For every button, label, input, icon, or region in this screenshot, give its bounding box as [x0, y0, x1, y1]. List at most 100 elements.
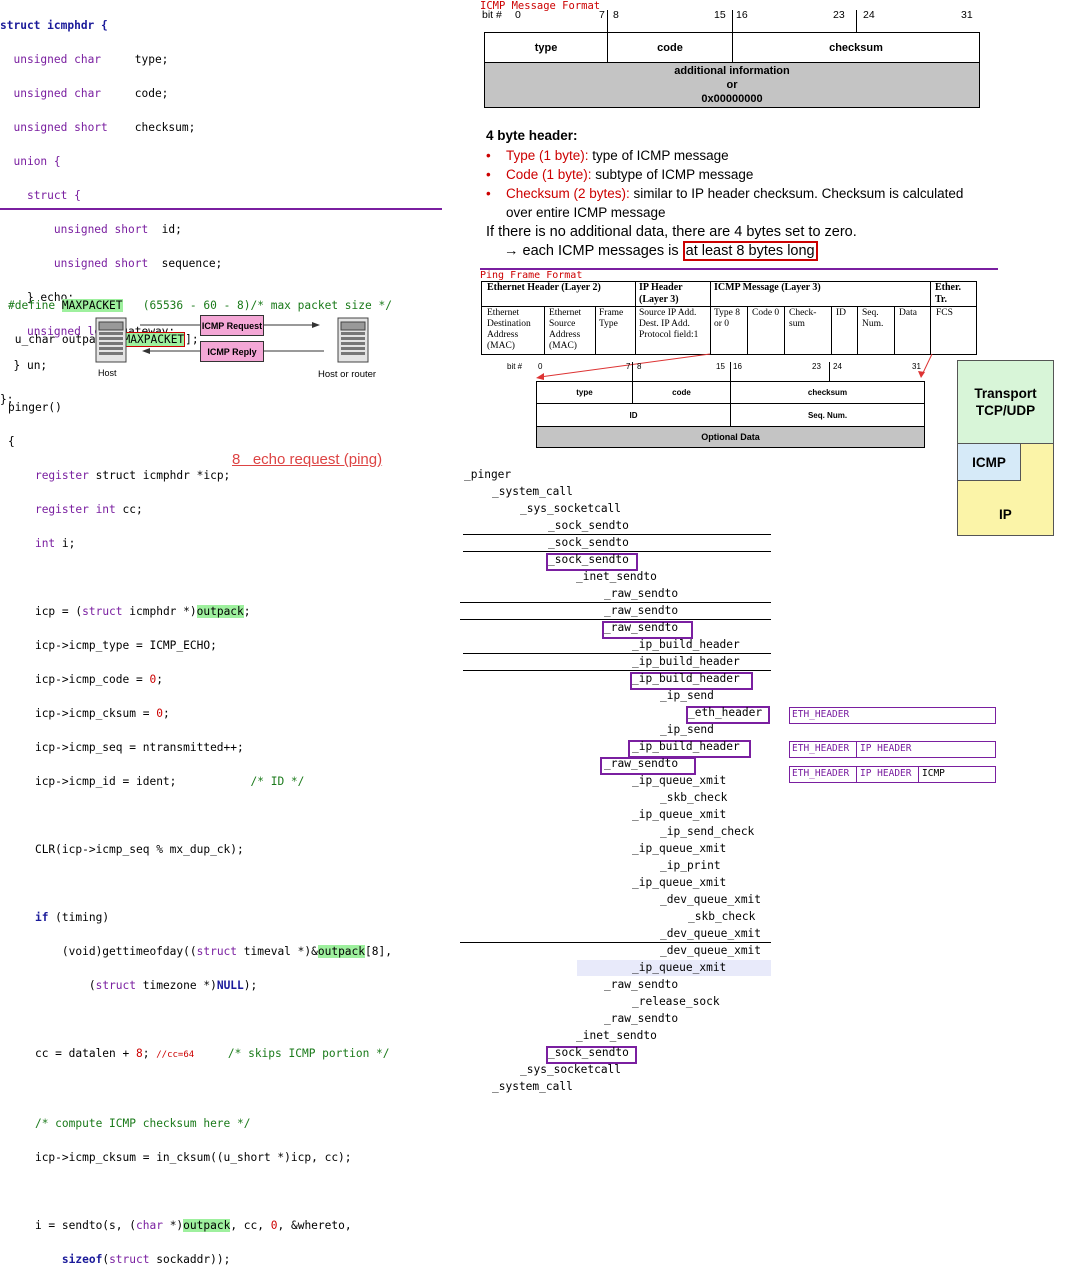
code-line: int i; [8, 535, 392, 552]
trace-item: _system_call [492, 1080, 573, 1093]
code-line: icp->icmp_type = ICMP_ECHO; [8, 637, 392, 654]
trace-separator [460, 619, 771, 620]
field-type: type [484, 32, 608, 63]
code-line: i = sendto(s, (char *)outpack, cc, 0, &w… [8, 1217, 392, 1234]
icmp-reply-label: ICMP Reply [200, 341, 264, 362]
code-text: ( [102, 1253, 110, 1266]
trace-item: _inet_sendto [576, 1029, 657, 1042]
bit-number: 7 [599, 9, 605, 21]
frame-col-divider [710, 281, 711, 355]
arrow-head [536, 373, 544, 380]
code-text: type; [134, 53, 169, 66]
code-text: icp->icmp_seq = ntransmitted++; [34, 741, 244, 754]
bit-number: 31 [912, 362, 921, 371]
echo-request-note: 8 echo request (ping) [232, 451, 383, 468]
code-note: //cc=64 [156, 1050, 195, 1060]
icmp-format-bits: bit # 0 7 8 15 16 23 24 31 [482, 9, 982, 23]
code-line: struct icmphdr { [0, 17, 222, 34]
code-type: int [34, 537, 56, 550]
trace-item: _eth_header [688, 706, 763, 719]
bit-number: 8 [637, 362, 642, 371]
frame-col-divider [747, 306, 748, 355]
code-value: 0 [156, 707, 163, 720]
code-line: unsigned short checksum; [0, 119, 222, 136]
trace-item: _ip_build_header [632, 638, 740, 651]
bullet-label: Checksum (2 bytes): [506, 186, 630, 201]
code-text: struct icmphdr { [0, 19, 108, 32]
bit-tick [632, 362, 633, 382]
trace-item: _sys_socketcall [520, 1063, 622, 1076]
trace-item: _raw_sendto [604, 587, 679, 600]
trace-item: _ip_build_header [632, 655, 740, 668]
code-text: (timing) [48, 911, 110, 924]
frame-col-divider [930, 281, 931, 355]
ping-frame-table [481, 281, 977, 355]
field-label: type [576, 388, 593, 397]
eth-header-box: ETH_HEADER [789, 707, 996, 724]
code-text: *) [162, 1219, 184, 1232]
stack-icmp: ICMP [957, 443, 1021, 481]
bit-label: bit # [507, 362, 523, 371]
code-line: unsigned short sequence; [0, 255, 222, 272]
code-text: i = sendto(s, ( [34, 1219, 136, 1232]
trace-item: _ip_send [660, 689, 714, 702]
trace-item: _system_call [492, 485, 573, 498]
arrow-head [918, 371, 925, 378]
code-text: ; [243, 605, 251, 618]
code-hl: outpack [317, 945, 366, 958]
trace-separator [463, 551, 771, 552]
trace-item: _ip_build_header [632, 672, 740, 685]
trace-item: _release_sock [632, 995, 720, 1008]
code-text: ( [88, 979, 96, 992]
field-label: code [657, 41, 683, 54]
code-line: CLR(icp->icmp_seq % mx_dup_ck); [8, 841, 392, 858]
bullet-dot: • [486, 167, 491, 182]
code-type: struct [82, 605, 123, 618]
code-value: 8 [136, 1047, 143, 1060]
ping-frame-title: Ping Frame Format [480, 270, 583, 281]
router-icon [337, 317, 369, 363]
code-text: (void)gettimeofday(( [61, 945, 197, 958]
code-text: union { [13, 155, 61, 168]
frame-eth-header: Ethernet Header (Layer 2) [487, 282, 601, 293]
field-label: code [672, 388, 691, 397]
code-line: sizeof(struct sockaddr)); [8, 1251, 392, 1268]
bit-tick [829, 362, 830, 382]
ping-field-optional: Optional Data [536, 426, 925, 448]
code-line: register int cc; [8, 501, 392, 518]
code-type: struct [109, 1253, 150, 1266]
code-type: char [136, 1219, 163, 1232]
trace-item: _pinger [464, 468, 512, 481]
frame-eth-dst: Ethernet Destination Address (MAC) [487, 308, 531, 351]
code-text: timeval *)& [237, 945, 318, 958]
code-text: }; [0, 393, 14, 406]
code-text: } un; [13, 359, 48, 372]
trace-item: _skb_check [688, 910, 756, 923]
code-line: }; [0, 391, 222, 408]
code-hl: outpack [183, 1219, 231, 1232]
code-text: #define [8, 299, 56, 312]
ping-field-id: ID [536, 403, 731, 427]
arrow-right [921, 353, 933, 376]
code-text: id; [161, 223, 182, 236]
bullet-text: type of ICMP message [588, 148, 729, 163]
router-label: Host or router [318, 369, 377, 380]
ping-field-type: type [536, 381, 633, 404]
note-bullet: •Type (1 byte): type of ICMP message [486, 146, 986, 165]
bit-number: 15 [714, 9, 726, 21]
field-label: Seq. Num. [807, 410, 848, 420]
field-label: Optional Data [701, 432, 760, 442]
code-text: [8], [365, 945, 392, 958]
frame-col-divider [635, 281, 636, 355]
bit-number: 24 [833, 362, 842, 371]
trace-item: _inet_sendto [576, 570, 657, 583]
code-type: unsigned char [13, 53, 102, 66]
trace-separator [463, 670, 771, 671]
code-text: code; [134, 87, 169, 100]
code-type: struct [95, 979, 136, 992]
code-line: } un; [0, 357, 222, 374]
bit-number: 23 [833, 9, 845, 21]
field-label: or [726, 79, 738, 91]
trace-item: _skb_check [660, 791, 728, 804]
trace-highlight [686, 706, 770, 724]
